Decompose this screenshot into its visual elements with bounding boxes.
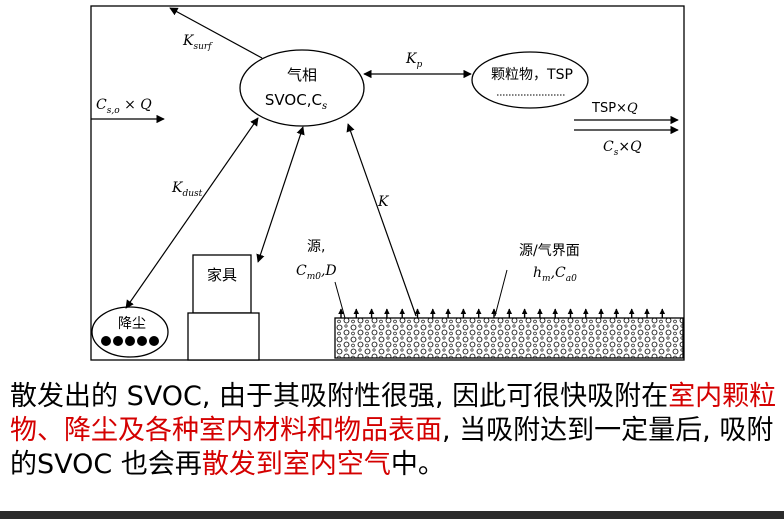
k-p-label: Kp [405,51,422,70]
bottom-strip [0,511,784,519]
k-label: K [377,194,390,210]
interface-params: hm,Ca0 [533,265,577,284]
caption-text: 散发出的 SVOC, 由于其吸附性很强, 因此可很快吸附在室内颗粒物、降尘及各种… [10,380,780,482]
caption-highlight-1: 室内颗粒物、降尘及各种室内材料和物品表面 [10,381,777,446]
caption-part-5: 中。 [390,449,445,480]
caption-highlight-2: 散发到室内空气 [201,449,391,480]
caption-part-3: , 当吸附达到一定量后, 吸附的SVOC 也会再 [10,415,774,480]
arrow-source-gas [346,123,417,317]
dust-node: 降尘 [91,306,169,358]
arrow-gas-furniture [256,126,305,263]
leader-interface [494,269,508,317]
interface-label: 源/气界面 [519,243,580,259]
svoc-transport-diagram: 气相 SVOC,Cs 颗粒物，TSP 家具 降尘 Ksurf Kp [90,5,685,361]
room-box [90,5,685,361]
source-material [334,317,684,359]
leader-source [334,281,346,319]
particles-label: 颗粒物，TSP [491,67,573,83]
caption-part-1: 散发出的 SVOC, 由于其吸附性很强, 因此可很快吸附在 [10,381,669,412]
gas-phase-node: 气相 SVOC,Cs [239,49,365,127]
k-dust-label: Kdust [171,180,203,199]
gas-phase-label: 气相 [287,66,317,84]
dust-label: 降尘 [118,316,146,332]
furniture-node: 家具 [187,254,260,361]
source-params: Cm0,D [296,263,337,282]
k-surf-label: Ksurf [182,33,213,52]
particles-node: 颗粒物，TSP [471,51,589,109]
outflow-tsp-label: TSP×Q [591,101,638,116]
arrow-gas-dust [125,117,259,309]
outflow-cs-label: Cs×Q [603,139,642,158]
inflow-label: Cs,o × Q [96,97,152,116]
arrow-gas-to-surf [169,7,263,59]
emission-arrows [338,308,666,318]
furniture-label: 家具 [207,266,237,284]
source-label: 源, [307,239,325,255]
gas-phase-formula: SVOC,Cs [265,91,327,112]
